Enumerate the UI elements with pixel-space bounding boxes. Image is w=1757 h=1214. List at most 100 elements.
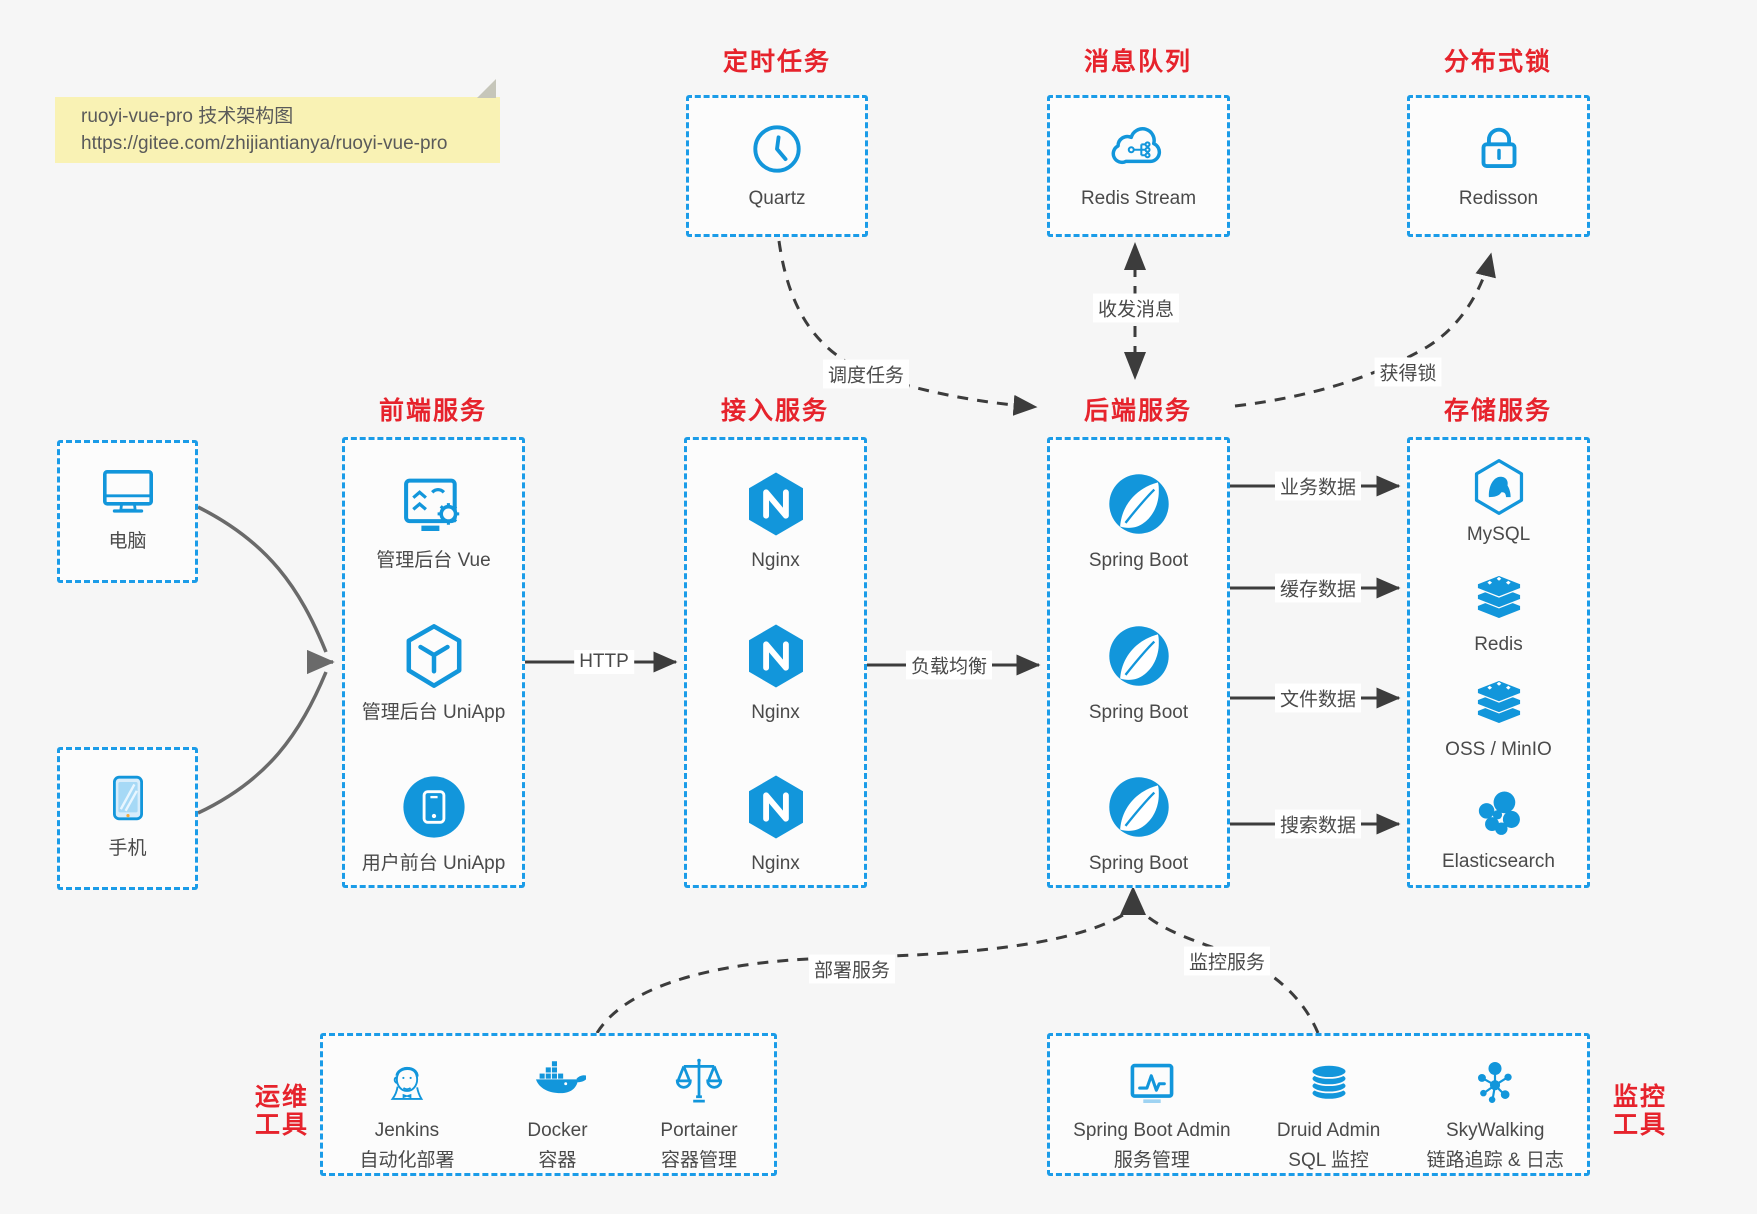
arrow-deploy	[595, 910, 1129, 1034]
elasticsearch-label: Elasticsearch	[1442, 851, 1555, 872]
title-monitor-tools: 监控 工具	[1606, 1083, 1674, 1139]
spring-boot-admin-icon	[1123, 1054, 1181, 1112]
cache-data-label: 缓存数据	[1274, 573, 1362, 603]
phone-node: 手机	[57, 747, 198, 890]
druid-icon	[1300, 1054, 1358, 1112]
mobile-icon	[96, 766, 160, 830]
oss-minio-label: OSS / MinIO	[1445, 739, 1552, 760]
lock-icon	[1468, 118, 1530, 180]
jenkins-sublabel: 自动化部署	[359, 1150, 455, 1171]
spring-boot-label-2: Spring Boot	[1088, 702, 1189, 723]
druid-sublabel: SQL 监控	[1288, 1150, 1369, 1171]
spring-boot-icon	[1103, 620, 1175, 692]
title-ops-line1: 运维	[254, 1083, 309, 1111]
skywalking-icon	[1466, 1054, 1524, 1112]
admin-vue-icon	[398, 468, 470, 540]
redisson-label: Redisson	[1458, 188, 1539, 209]
uniapp-cube-icon	[398, 620, 470, 692]
nginx-label-1: Nginx	[751, 550, 800, 571]
arrowhead-messages-down	[1124, 352, 1146, 380]
spring-boot-label-1: Spring Boot	[1088, 550, 1189, 571]
sticky-note: ruoyi-vue-pro 技术架构图 https://gitee.com/zh…	[55, 79, 500, 163]
druid-item: Druid Admin SQL 监控	[1276, 1054, 1381, 1172]
title-message-queue: 消息队列	[1083, 48, 1192, 76]
quartz-node: Quartz	[686, 95, 868, 237]
pc-node: 电脑	[57, 440, 198, 583]
admin-vue-label: 管理后台 Vue	[376, 550, 491, 571]
admin-uniapp-label: 管理后台 UniApp	[361, 702, 506, 723]
portainer-item: Portainer 容器管理	[660, 1054, 738, 1172]
frontend-services-box: 管理后台 Vue 管理后台 UniApp 用户前台 UniApp	[342, 437, 525, 888]
elasticsearch-icon	[1468, 783, 1530, 845]
skywalking-sublabel: 链路追踪 & 日志	[1426, 1150, 1564, 1171]
docker-label: Docker	[527, 1120, 588, 1141]
docker-icon	[528, 1054, 586, 1112]
spring-boot-admin-sublabel: 服务管理	[1113, 1150, 1190, 1171]
note-fold-corner	[477, 79, 496, 98]
title-gateway-services: 接入服务	[720, 397, 829, 425]
spring-boot-admin-label: Spring Boot Admin	[1073, 1120, 1231, 1141]
mysql-label: MySQL	[1466, 524, 1531, 545]
title-storage-services: 存储服务	[1443, 397, 1552, 425]
cloud-share-icon	[1108, 118, 1170, 180]
quartz-label: Quartz	[748, 188, 806, 209]
business-data-label: 业务数据	[1274, 471, 1362, 501]
nginx-icon	[740, 771, 812, 843]
send-receive-message-label: 收发消息	[1092, 293, 1180, 323]
arrow-pc-to-frontend	[197, 505, 328, 653]
acquire-lock-label: 获得锁	[1374, 357, 1442, 387]
pc-label: 电脑	[108, 531, 147, 552]
user-uniapp-label: 用户前台 UniApp	[361, 853, 506, 874]
redisson-node: Redisson	[1407, 95, 1590, 237]
nginx-icon	[740, 468, 812, 540]
redis-stream-label: Redis Stream	[1080, 188, 1197, 209]
title-backend-services: 后端服务	[1083, 397, 1192, 425]
user-app-icon	[398, 771, 470, 843]
title-ops-tools: 运维 工具	[248, 1083, 316, 1139]
deploy-service-label: 部署服务	[808, 954, 896, 984]
spring-boot-label-3: Spring Boot	[1088, 853, 1189, 874]
storage-stack-icon	[1468, 671, 1530, 733]
arrow-backend-to-redisson	[1234, 252, 1496, 408]
http-label: HTTP	[574, 650, 634, 674]
note-url: https://gitee.com/zhijiantianya/ruoyi-vu…	[81, 133, 448, 154]
jenkins-item: Jenkins 自动化部署	[359, 1054, 454, 1172]
search-data-label: 搜索数据	[1274, 809, 1362, 839]
clock-icon	[746, 118, 808, 180]
druid-label: Druid Admin	[1276, 1120, 1381, 1141]
title-frontend-services: 前端服务	[378, 397, 487, 425]
spring-boot-admin-item: Spring Boot Admin 服务管理	[1073, 1054, 1231, 1172]
phone-label: 手机	[108, 838, 147, 859]
docker-item: Docker 容器	[527, 1054, 588, 1172]
portainer-label: Portainer	[660, 1120, 738, 1141]
gateway-services-box: Nginx Nginx Nginx	[684, 437, 867, 888]
arrow-phone-to-frontend	[197, 671, 328, 815]
jenkins-icon	[378, 1054, 436, 1112]
note-title: ruoyi-vue-pro 技术架构图	[81, 106, 294, 127]
skywalking-item: SkyWalking 链路追踪 & 日志	[1427, 1054, 1564, 1172]
portainer-sublabel: 容器管理	[660, 1150, 737, 1171]
title-ops-line2: 工具	[254, 1111, 309, 1139]
ops-tools-box: Jenkins 自动化部署 Docker 容器 Portainer 容器管理	[320, 1033, 777, 1176]
jenkins-label: Jenkins	[374, 1120, 440, 1141]
arrowhead-into-backend	[1120, 886, 1146, 915]
spring-boot-icon	[1103, 468, 1175, 540]
redis-stream-node: Redis Stream	[1047, 95, 1230, 237]
load-balance-label: 负载均衡	[905, 650, 993, 680]
file-data-label: 文件数据	[1274, 683, 1362, 713]
nginx-icon	[740, 620, 812, 692]
portainer-icon	[670, 1054, 728, 1112]
title-monitor-line1: 监控	[1612, 1083, 1667, 1111]
backend-services-box: Spring Boot Spring Boot Spring Boot	[1047, 437, 1230, 888]
title-distributed-lock: 分布式锁	[1443, 48, 1552, 76]
nginx-label-2: Nginx	[751, 702, 800, 723]
title-scheduled-tasks: 定时任务	[722, 48, 831, 76]
skywalking-label: SkyWalking	[1445, 1120, 1545, 1141]
schedule-task-label: 调度任务	[822, 359, 910, 389]
storage-services-box: MySQL Redis OSS / MinIO Elasticsearch	[1407, 437, 1590, 888]
arrowhead-messages-up	[1124, 242, 1146, 270]
redis-stack-icon	[1468, 566, 1530, 628]
spring-boot-icon	[1103, 771, 1175, 843]
nginx-label-3: Nginx	[751, 853, 800, 874]
